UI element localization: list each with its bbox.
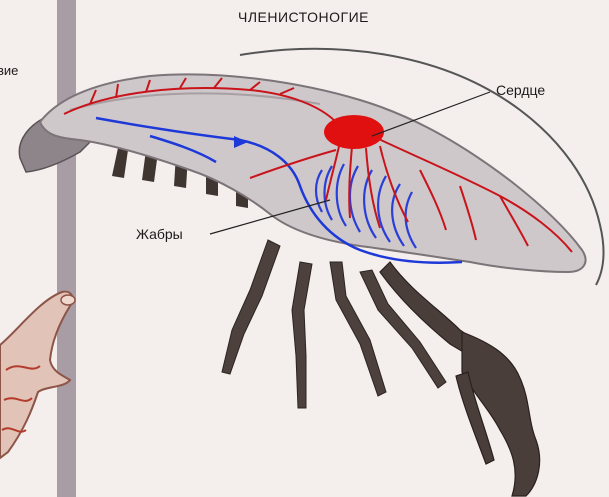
heart xyxy=(324,115,384,149)
panel-divider xyxy=(57,0,76,497)
walking-legs xyxy=(222,240,446,408)
page-title: ЧЛЕНИСТОНОГИЕ xyxy=(238,9,369,25)
left-panel-label: вие xyxy=(0,63,18,78)
heart-label: Сердце xyxy=(496,82,545,98)
claw xyxy=(380,262,540,496)
gills-label: Жабры xyxy=(136,226,183,242)
